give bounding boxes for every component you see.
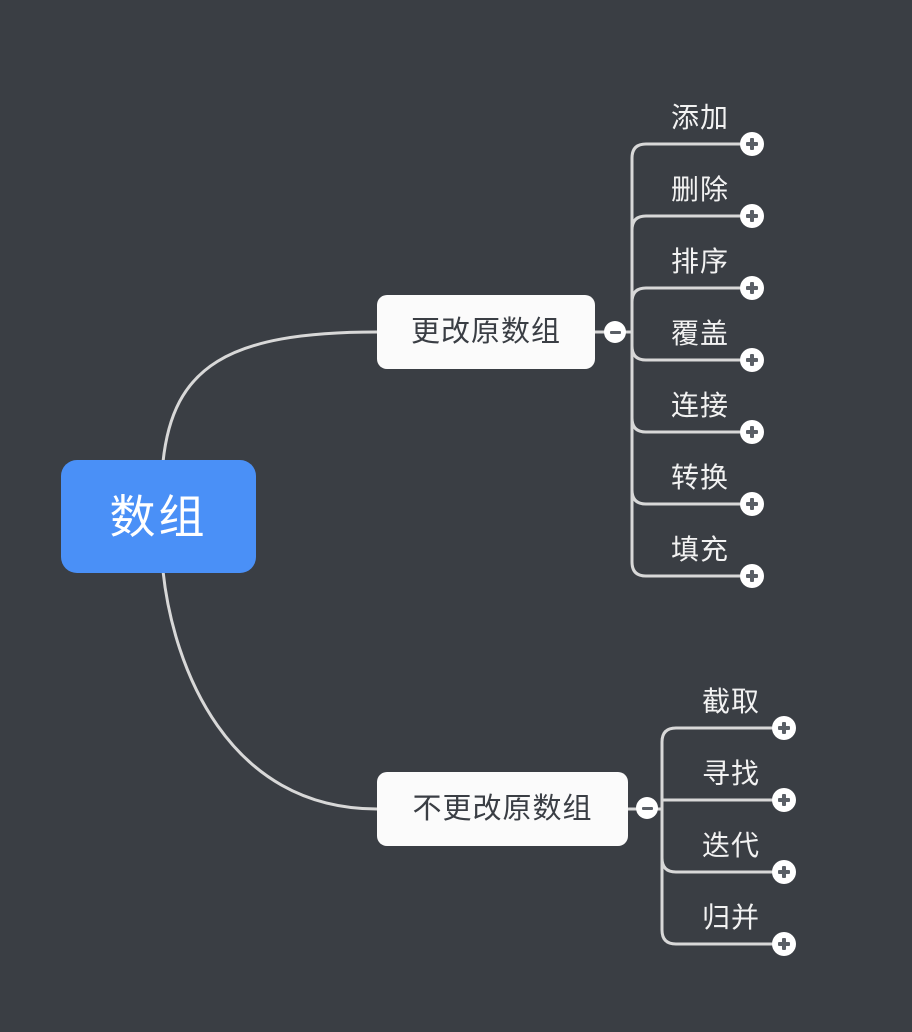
collapse-toggle-modify[interactable] — [604, 321, 626, 343]
leaf-node-label[interactable]: 排序 — [670, 246, 730, 277]
leaf-node-label[interactable]: 填充 — [670, 534, 730, 565]
root-node[interactable]: 数组 — [61, 460, 256, 573]
expand-toggle-1-0[interactable] — [772, 716, 796, 740]
branch-node-nonmodify[interactable]: 不更改原数组 — [377, 772, 628, 846]
leaf-node-label[interactable]: 覆盖 — [670, 318, 730, 349]
expand-toggle-0-5[interactable] — [740, 492, 764, 516]
expand-toggle-0-1[interactable] — [740, 204, 764, 228]
leaf-node-label[interactable]: 连接 — [670, 390, 730, 421]
expand-toggle-0-2[interactable] — [740, 276, 764, 300]
branch-node-modify[interactable]: 更改原数组 — [377, 295, 595, 369]
branch-node-label: 不更改原数组 — [412, 792, 593, 825]
minus-icon — [641, 806, 653, 810]
expand-toggle-1-3[interactable] — [772, 932, 796, 956]
leaf-node-label[interactable]: 归并 — [701, 902, 761, 933]
expand-toggle-1-1[interactable] — [772, 788, 796, 812]
edge-root-to-branch-1 — [161, 569, 379, 811]
leaf-node-label[interactable]: 添加 — [670, 102, 730, 133]
edge-root-to-branch-0 — [161, 330, 379, 464]
minus-icon — [609, 330, 621, 334]
expand-toggle-0-0[interactable] — [740, 132, 764, 156]
leaf-node-label[interactable]: 删除 — [670, 174, 730, 205]
leaf-node-label[interactable]: 寻找 — [701, 758, 761, 789]
leaf-node-label[interactable]: 转换 — [670, 462, 730, 493]
branch-node-label: 更改原数组 — [410, 315, 561, 348]
expand-toggle-0-3[interactable] — [740, 348, 764, 372]
edge-leaf-0-0 — [630, 142, 742, 334]
leaf-node-label[interactable]: 截取 — [701, 686, 761, 717]
expand-toggle-0-4[interactable] — [740, 420, 764, 444]
root-node-label: 数组 — [109, 490, 208, 543]
collapse-toggle-nonmodify[interactable] — [636, 797, 658, 819]
leaf-node-label[interactable]: 迭代 — [701, 830, 761, 861]
expand-toggle-1-2[interactable] — [772, 860, 796, 884]
expand-toggle-0-6[interactable] — [740, 564, 764, 588]
